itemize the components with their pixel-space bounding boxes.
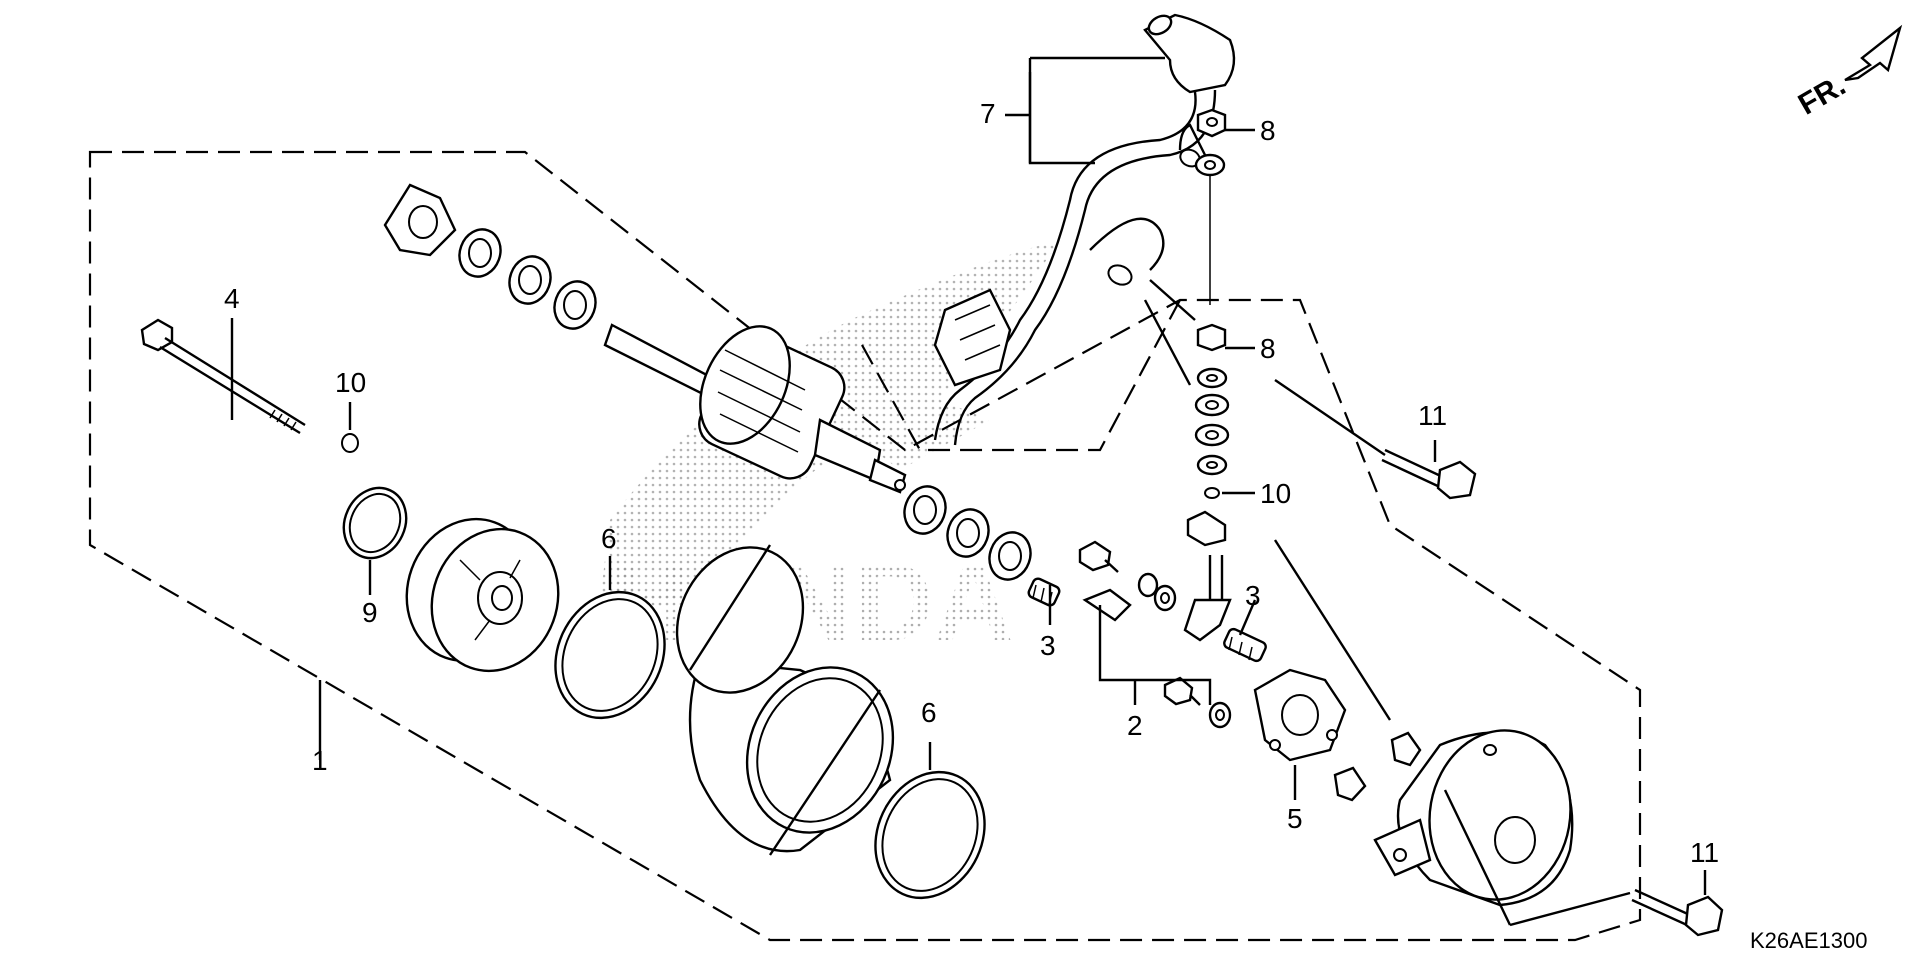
callout-3-right: 3	[1245, 580, 1261, 611]
callout-8-upper: 8	[1260, 115, 1276, 146]
front-cover	[405, 517, 560, 673]
callout-10-left: 10	[335, 367, 366, 398]
watermark-text: HONDA	[610, 541, 1013, 664]
callout-1: 1	[312, 745, 328, 776]
callout-5: 5	[1287, 803, 1303, 834]
callout-4: 4	[224, 283, 240, 314]
lock-washer-front	[383, 183, 457, 257]
through-bolt	[140, 318, 306, 435]
brush-holder-parts	[1078, 540, 1232, 729]
callout-8-lower: 8	[1260, 333, 1276, 364]
assembly-outline-harness	[861, 299, 1181, 452]
callout-6-lower: 6	[921, 697, 937, 728]
callouts: 1 2 3 3 4 5 6 6 7 8 8 9 10 10 11 11	[224, 98, 1719, 868]
callout-2: 2	[1127, 710, 1143, 741]
nut-upper	[1196, 108, 1227, 138]
shim-washers-rear	[903, 485, 1032, 581]
callout-11-upper: 11	[1418, 400, 1447, 431]
terminal-bolt	[1183, 510, 1232, 642]
front-direction-indicator: FR.	[1793, 24, 1903, 122]
callout-6-upper: 6	[601, 523, 617, 554]
callout-7: 7	[980, 98, 996, 129]
brush-spring-right	[1223, 627, 1267, 663]
front-label: FR.	[1793, 69, 1851, 122]
gasket-lower	[1333, 766, 1367, 802]
callout-3-left: 3	[1040, 630, 1056, 661]
o-ring-small-left	[341, 433, 359, 453]
starter-motor-cable	[933, 13, 1236, 446]
callout-9: 9	[362, 597, 378, 628]
yoke	[675, 544, 895, 856]
callout-10-right: 10	[1260, 478, 1291, 509]
front-arrow-icon	[1844, 24, 1903, 82]
armature	[603, 323, 907, 494]
brush-holder	[1253, 668, 1347, 762]
leader-lines	[230, 56, 1707, 927]
gasket-upper	[1390, 731, 1422, 767]
insulator-washers	[1194, 367, 1230, 476]
shim-washers-front	[458, 228, 597, 330]
mounting-bolt-upper	[1381, 448, 1477, 500]
nut-lower	[1196, 323, 1227, 352]
diagram-code: K26AE1300	[1750, 928, 1867, 953]
o-ring-small-right	[1204, 487, 1220, 499]
mounting-bolt-lower	[1631, 888, 1724, 937]
rear-cover	[1373, 729, 1574, 907]
brush-spring-left	[1027, 577, 1061, 607]
callout-11-lower: 11	[1690, 837, 1719, 868]
